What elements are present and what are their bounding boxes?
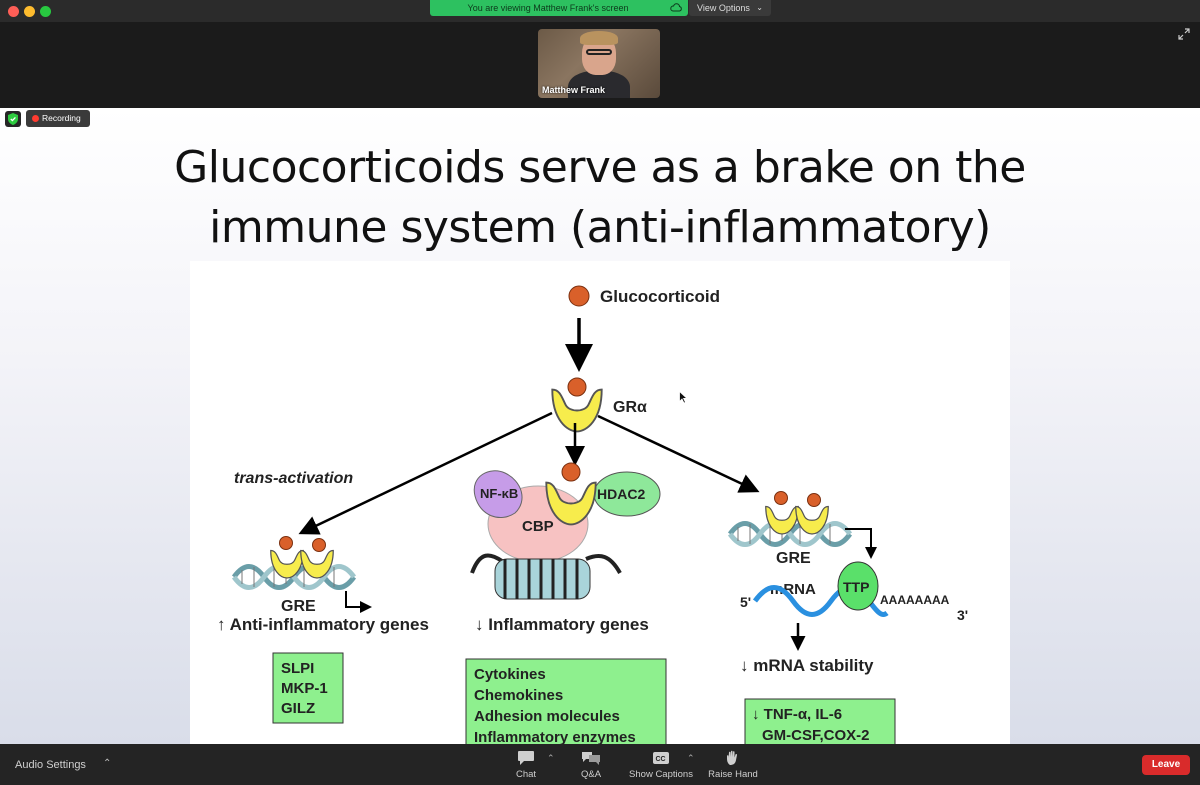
slide-title-line2: immune system (anti-inflammatory): [209, 202, 991, 253]
recording-dot-icon: [32, 115, 39, 122]
transcription-arrow-left: [345, 591, 372, 613]
gre-left-label: GRE: [281, 598, 316, 615]
anti-gene-item: SLPI: [281, 660, 314, 677]
gr-middle-ligand: [561, 462, 581, 482]
gre-right-label: GRE: [776, 550, 811, 567]
mrna-stability-label: ↓ mRNA stability: [740, 656, 874, 675]
recording-badge[interactable]: Recording: [26, 110, 90, 127]
slide-title-line1: Glucocorticoids serve as a brake on the: [174, 142, 1026, 193]
share-banner-text: You are viewing Matthew Frank's screen: [467, 3, 629, 13]
ligand-right-a: [774, 491, 788, 505]
mrna-target-item: ↓ TNF-α, IL-6: [752, 706, 842, 723]
audio-caret-icon[interactable]: ⌃: [103, 758, 112, 769]
maximize-window-button[interactable]: [40, 6, 51, 17]
glucocorticoid-ligand: [568, 285, 590, 307]
nfkb-protein: [473, 470, 523, 518]
five-prime-label: 5': [740, 594, 751, 610]
minimize-window-button[interactable]: [24, 6, 35, 17]
view-options-button[interactable]: View Options ⌄: [689, 0, 771, 16]
hdac2-label: HDAC2: [597, 486, 645, 502]
inflam-gene-item: Cytokines: [474, 666, 546, 683]
anti-inflammatory-genes-label: ↑ Anti-inflammatory genes: [217, 615, 429, 634]
closed-captions-icon: CC: [653, 752, 669, 764]
video-strip: Matthew Frank: [0, 22, 1200, 108]
chat-caret-icon[interactable]: ⌃: [547, 753, 555, 763]
show-captions-label: Show Captions: [629, 769, 693, 780]
chat-icon: [518, 751, 534, 765]
ttp-label: TTP: [843, 579, 869, 595]
window-titlebar: You are viewing Matthew Frank's screen V…: [0, 0, 1200, 22]
participant-video-tile[interactable]: Matthew Frank: [538, 29, 660, 98]
participant-glasses: [586, 49, 612, 55]
participant-name: Matthew Frank: [542, 85, 606, 95]
arrow-to-mrna: [597, 414, 760, 493]
transcription-arrow-right: [845, 528, 877, 559]
view-options-label: View Options: [697, 3, 750, 13]
inflam-gene-item: Inflammatory enzymes: [474, 729, 636, 744]
ligand-left-a: [279, 536, 293, 550]
qa-icon: [582, 752, 600, 765]
nfkb-label: NF-κB: [480, 486, 518, 501]
ligand-left-b: [312, 538, 326, 552]
mrna-strand: [752, 585, 889, 617]
three-prime-label: 3': [957, 607, 968, 623]
audio-settings-button[interactable]: Audio Settings: [15, 759, 86, 771]
chevron-down-icon: ⌄: [756, 3, 763, 12]
leave-meeting-button[interactable]: Leave: [1142, 755, 1190, 775]
inflam-gene-item: Adhesion molecules: [474, 708, 620, 725]
mouse-cursor-icon: [679, 391, 688, 404]
inflammatory-genes-box: [465, 658, 667, 744]
raise-hand-button[interactable]: Raise Hand: [706, 750, 760, 780]
mrna-label: mRNA: [770, 581, 816, 598]
slide-title: Glucocorticoids serve as a brake on the …: [100, 138, 1100, 258]
raise-hand-label: Raise Hand: [708, 769, 758, 780]
cbp-label: CBP: [522, 518, 554, 535]
show-captions-button[interactable]: CC Show Captions: [626, 750, 696, 780]
security-shield-icon[interactable]: [5, 111, 21, 127]
chat-label: Chat: [515, 769, 537, 780]
screen-share-banner: You are viewing Matthew Frank's screen: [430, 0, 688, 16]
inflammatory-genes-label: ↓ Inflammatory genes: [475, 615, 649, 634]
close-window-button[interactable]: [8, 6, 19, 17]
svg-text:CC: CC: [656, 756, 666, 763]
anti-genes-box: [272, 652, 344, 724]
shared-screen: Recording Glucocorticoids serve as a bra…: [0, 108, 1200, 744]
glucocorticoid-diagram: Glucocorticoid GRα trans-activation CBP …: [190, 261, 1010, 744]
diagram-svg: Glucocorticoid GRα trans-activation CBP …: [217, 285, 968, 744]
qa-label: Q&A: [580, 769, 602, 780]
gr-alpha-label: GRα: [613, 399, 647, 416]
glucocorticoid-label: Glucocorticoid: [600, 287, 720, 306]
fullscreen-expand-icon[interactable]: [1178, 28, 1190, 40]
qa-button[interactable]: Q&A: [575, 750, 607, 780]
recording-label: Recording: [42, 113, 81, 123]
nucleosome: [470, 553, 622, 600]
trans-activation-label: trans-activation: [234, 470, 353, 487]
mrna-target-item: GM-CSF,COX-2: [762, 727, 870, 744]
inflam-gene-item: Chemokines: [474, 687, 563, 704]
captions-caret-icon[interactable]: ⌃: [687, 753, 695, 763]
arrow-to-transactivation: [298, 411, 553, 535]
gr-bound-ligand: [567, 377, 587, 397]
poly-a-tail-label: AAAAAAAA: [880, 593, 950, 607]
ttp-protein: [837, 561, 879, 611]
anti-gene-item: GILZ: [281, 700, 315, 717]
cloud-icon: [670, 3, 682, 12]
raise-hand-icon: [727, 750, 738, 765]
participant-hair: [580, 31, 618, 45]
chat-button[interactable]: Chat: [510, 750, 542, 780]
mrna-targets-box: [744, 698, 896, 744]
ligand-right-b: [807, 493, 821, 507]
meeting-toolbar: Audio Settings ⌃ Chat ⌃ Q&A CC Show Capt…: [0, 744, 1200, 785]
participant-body: [568, 71, 630, 98]
anti-gene-item: MKP-1: [281, 680, 328, 697]
